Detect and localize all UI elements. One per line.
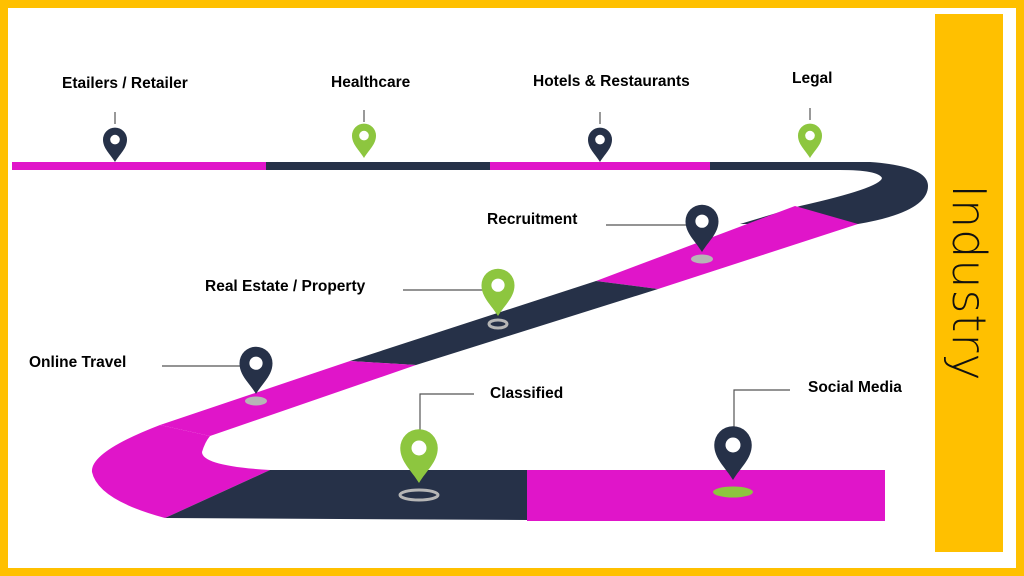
pin-base: [487, 318, 509, 330]
map-pin-icon: [103, 127, 127, 162]
pin-base: [691, 254, 713, 264]
connector-line: [733, 389, 790, 428]
road-bottom-magenta: [527, 470, 885, 521]
connector-line: [419, 393, 474, 432]
road-segment-top-3: [490, 162, 710, 170]
pin-base: [398, 488, 440, 502]
map-pin-icon: [352, 123, 376, 158]
label-recruitment: Recruitment: [487, 211, 578, 228]
map-pin-icon: [714, 426, 752, 480]
label-classified: Classified: [490, 385, 564, 402]
side-panel: Industry: [935, 14, 1003, 552]
label-healthcare: Healthcare: [331, 74, 411, 91]
road-curve-right: [710, 162, 928, 224]
road-segment-top-2: [266, 162, 490, 170]
side-panel-title: Industry: [942, 184, 996, 382]
label-social-media: Social Media: [808, 379, 902, 396]
road-bottom-navy: [165, 470, 527, 520]
map-pin-icon: [685, 204, 719, 252]
label-hotels-restaurants: Hotels & Restaurants: [533, 73, 690, 90]
map-pin-icon: [481, 268, 515, 316]
label-online-travel: Online Travel: [29, 354, 127, 371]
road-segment-top-1: [12, 162, 266, 170]
label-legal: Legal: [792, 70, 833, 87]
road-curve-left: [91, 425, 270, 518]
label-real-estate: Real Estate / Property: [205, 278, 366, 295]
pin-base: [713, 486, 753, 498]
map-pin-icon: [400, 429, 438, 483]
map-pin-icon: [798, 123, 822, 158]
road-diagonal-1: [596, 206, 858, 289]
label-etailers-retailer: Etailers / Retailer: [62, 75, 188, 92]
road-diagonal-3: [160, 361, 416, 436]
pin-base: [245, 396, 267, 406]
road-diagonal-2: [350, 281, 658, 365]
map-pin-icon: [239, 346, 273, 394]
map-pin-icon: [588, 127, 612, 162]
